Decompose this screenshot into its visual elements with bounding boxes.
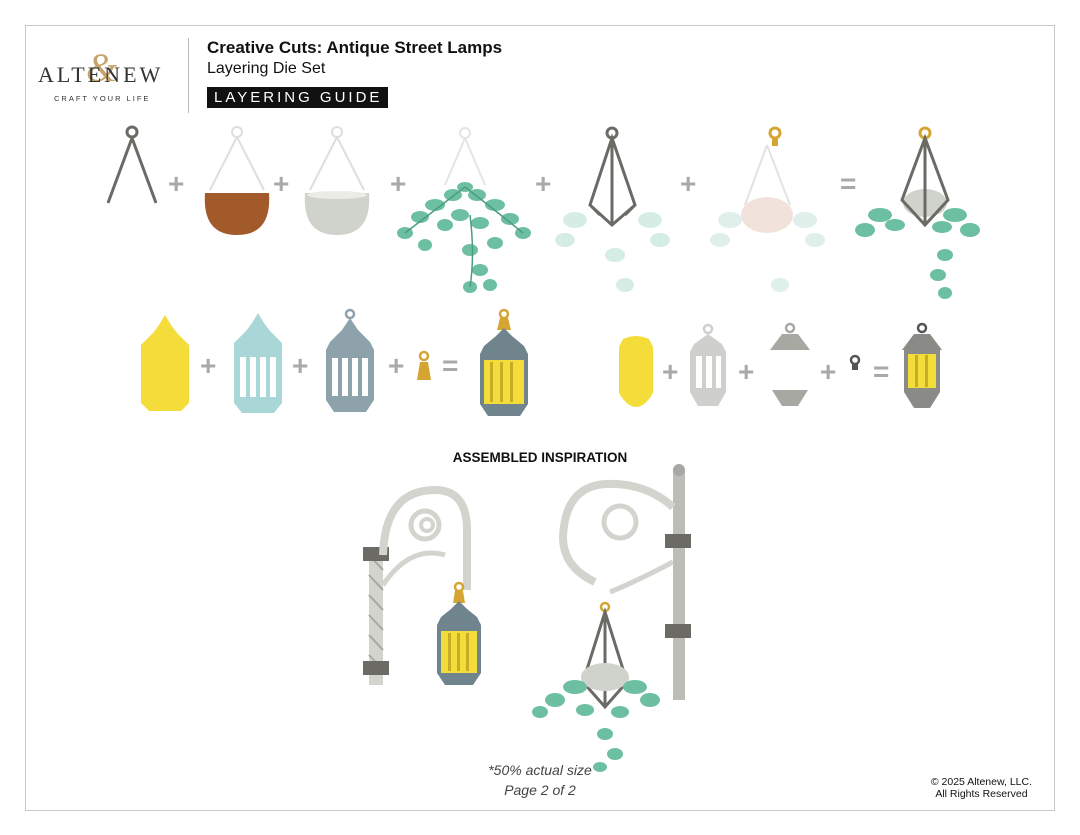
plus-operator: + [200, 350, 217, 381]
plus-operator: + [738, 356, 755, 387]
assembled-inspiration-heading: ASSEMBLED INSPIRATION [452, 450, 628, 465]
plus-operator: + [292, 350, 309, 381]
equals-operator: = [442, 350, 459, 381]
scale-note: *50% actual size [488, 762, 592, 778]
page-title: Creative Cuts: Antique Street Lamps [207, 38, 503, 57]
planter-wall-bracket-illustration [532, 464, 691, 772]
page-frame [25, 25, 1055, 811]
page-number: Page 2 of 2 [504, 782, 576, 798]
trailing-leaves-piece [397, 127, 531, 293]
plus-operator: + [680, 168, 697, 199]
equals-operator: = [840, 168, 857, 199]
logo-wordmark: ALTENEW [38, 62, 164, 87]
finished-lantern-result [480, 308, 528, 416]
logo-tagline: CRAFT YOUR LIFE [54, 94, 151, 103]
lantern-wall-bracket-illustration [363, 485, 481, 685]
plus-operator: + [535, 168, 552, 199]
geometric-hanger-piece [555, 126, 670, 292]
plus-operator: + [388, 350, 405, 381]
ice-lantern-frame-piece [234, 313, 282, 413]
gray-pot-piece [304, 126, 370, 235]
dark-hook-piece [849, 354, 861, 370]
hanger-wire-piece [106, 125, 158, 204]
plus-operator: + [168, 168, 185, 199]
gray-lantern-frame-piece [690, 323, 726, 406]
copyright-block: © 2025 Altenew, LLC. All Rights Reserved [931, 776, 1032, 800]
finished-planter-result [855, 126, 980, 299]
finished-wall-lantern-result [902, 322, 942, 408]
logo-ampersand-mark: & [86, 45, 118, 90]
slate-lantern-frame-piece [326, 308, 374, 412]
equals-operator: = [873, 356, 890, 387]
gray-cap-and-bottom-piece [770, 322, 810, 406]
gold-hook-piece [710, 126, 825, 292]
plus-operator: + [662, 356, 679, 387]
yellow-lantern-base-piece [141, 315, 189, 411]
layering-guide-badge: LAYERING GUIDE [207, 87, 389, 108]
brand-logo: & ALTENEW CRAFT YOUR LIFE [38, 45, 178, 108]
header-divider [188, 38, 189, 113]
plus-operator: + [273, 168, 290, 199]
copyright-text: © 2025 Altenew, LLC. [930, 776, 1032, 788]
rights-text: All Rights Reserved [935, 788, 1028, 800]
yellow-shield-base-piece [619, 336, 653, 407]
gold-lantern-cap-piece [417, 350, 431, 380]
page-subtitle: Layering Die Set [207, 60, 326, 77]
plus-operator: + [390, 168, 407, 199]
plus-operator: + [820, 356, 837, 387]
rust-basket-piece [204, 126, 270, 235]
